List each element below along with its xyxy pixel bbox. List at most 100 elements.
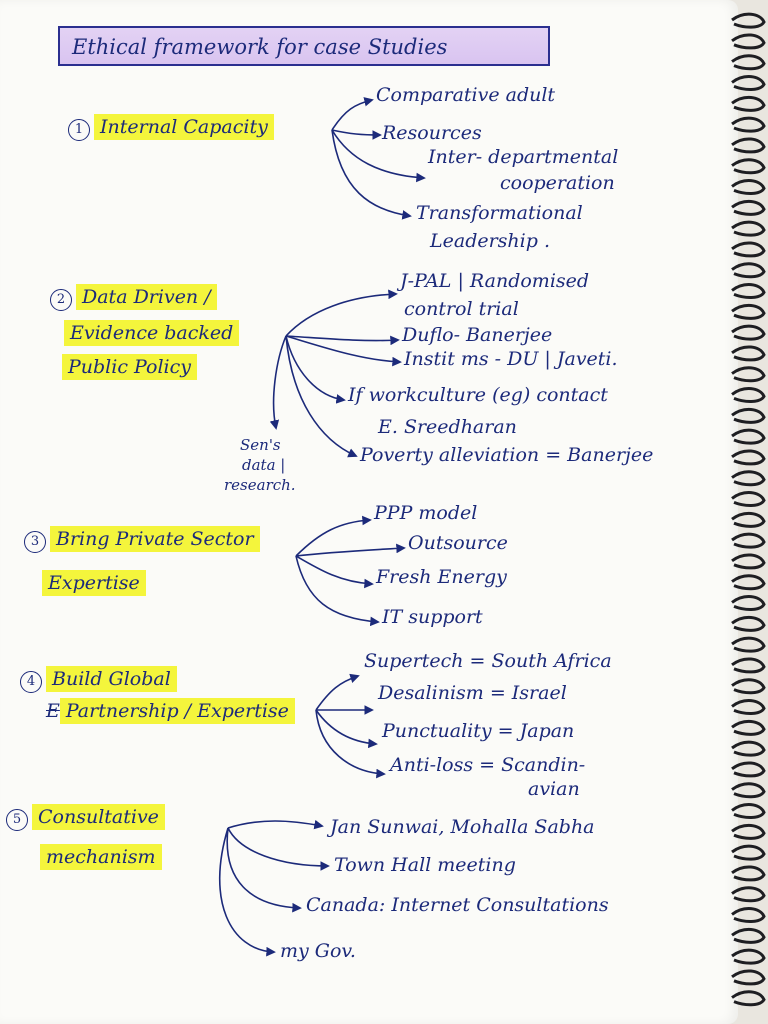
spiral-coil [731, 657, 766, 674]
section-1-number: 1 [68, 119, 90, 141]
section-1-item-6: Leadership . [430, 230, 550, 252]
spiral-coil [731, 491, 766, 508]
spiral-coil [731, 615, 766, 632]
section-2-item-2: control trial [404, 298, 519, 320]
section-4-heading-strike: E [46, 700, 60, 722]
section-1-item-3: Inter- departmental [428, 146, 619, 168]
spiral-coil [731, 886, 766, 903]
section-3-item-1: PPP model [374, 502, 478, 524]
spiral-coil [731, 137, 766, 154]
section-2-heading-line-3-row: Public Policy [62, 354, 197, 380]
spiral-coil [731, 678, 766, 695]
section-2-item-5: If workculture (eg) contact [348, 384, 608, 406]
spiral-coil [731, 823, 766, 840]
spiral-coil [731, 324, 766, 341]
page-title: Ethical framework for case Studies [72, 35, 448, 59]
spiral-coil [731, 865, 766, 882]
section-4-heading-line-2: Partnership / Expertise [59, 698, 295, 724]
section-2-item-6: E. Sreedharan [378, 416, 517, 438]
spiral-coil [731, 449, 766, 466]
spiral-coil [731, 303, 766, 320]
section-5-item-4: my Gov. [280, 940, 356, 962]
spiral-coil [731, 907, 766, 924]
spiral-coil [731, 511, 766, 528]
section-1-item-2: Resources [382, 122, 482, 144]
spiral-coil [731, 948, 766, 965]
spiral-coil [731, 262, 766, 279]
section-5-item-1: Jan Sunwai, Mohalla Sabha [330, 816, 595, 838]
section-5-item-2: Town Hall meeting [334, 854, 516, 876]
section-5-heading-line-2: mechanism [40, 844, 162, 870]
spiral-coil [731, 407, 766, 424]
spiral-coil [731, 116, 766, 133]
section-1-item-5: Transformational [416, 202, 583, 224]
spiral-coil [731, 12, 766, 29]
spiral-coil [731, 387, 766, 404]
section-1-heading-line-1: Internal Capacity [94, 114, 274, 140]
section-2-item-4: Instit ms - DU | Javeti. [404, 348, 618, 370]
spiral-coil [731, 595, 766, 612]
section-4-item-4: Anti-loss = Scandin- [390, 754, 586, 776]
section-3-number: 3 [24, 531, 46, 553]
section-3-heading-line-1: Bring Private Sector [50, 526, 260, 552]
spiral-coil [731, 927, 766, 944]
section-3-item-2: Outsource [408, 532, 508, 554]
spiral-binding [731, 12, 766, 1007]
section-5-item-3: Canada: Internet Consultations [306, 894, 609, 916]
spiral-coil [731, 470, 766, 487]
section-2-heading-line-2: Evidence backed [64, 320, 240, 346]
spiral-coil [731, 179, 766, 196]
spiral-coil [731, 574, 766, 591]
spiral-coil [731, 532, 766, 549]
section-2-side-note-2: data | [242, 456, 286, 474]
section-5-heading-line-1: Consultative [32, 804, 165, 830]
spiral-coil [731, 761, 766, 778]
section-4-heading-line-1: Build Global [46, 666, 177, 692]
spiral-coil [731, 553, 766, 570]
section-2-heading-line-1: Data Driven / [76, 284, 217, 310]
spiral-coil [731, 844, 766, 861]
spiral-coil [731, 54, 766, 71]
spiral-coil [731, 636, 766, 653]
section-1-item-4: cooperation [500, 172, 615, 194]
section-5-heading-line-2-row: mechanism [40, 844, 162, 870]
section-4-item-5: avian [528, 778, 580, 800]
section-2-heading-line-2-row: Evidence backed [64, 320, 240, 346]
section-2-side-note-1: Sen's [240, 436, 281, 454]
spiral-coil [731, 969, 766, 986]
spiral-coil [731, 241, 766, 258]
spiral-coil [731, 366, 766, 383]
spiral-coil [731, 283, 766, 300]
section-1-item-1: Comparative adult [376, 84, 556, 106]
section-4-number: 4 [20, 671, 42, 693]
section-5-number: 5 [6, 809, 28, 831]
section-2-item-1: J-PAL | Randomised [400, 270, 590, 292]
section-3-heading-line-2-row: Expertise [42, 570, 146, 596]
section-4-item-2: Desalinism = Israel [378, 682, 567, 704]
section-4-item-3: Punctuality = Japan [382, 720, 575, 742]
section-3-heading-line-2: Expertise [42, 570, 146, 596]
spiral-coil [731, 803, 766, 820]
spiral-coil [731, 95, 766, 112]
spiral-coil [731, 428, 766, 445]
spiral-coil [731, 33, 766, 50]
spiral-coil [731, 719, 766, 736]
section-2-item-7: Poverty alleviation = Banerjee [360, 444, 654, 466]
section-2-side-note-3: research. [224, 476, 296, 494]
title-box: Ethical framework for case Studies [58, 26, 550, 66]
spiral-coil [731, 345, 766, 362]
section-3-item-3: Fresh Energy [376, 566, 507, 588]
spiral-coil [731, 990, 766, 1007]
spiral-coil [731, 75, 766, 92]
spiral-coil [731, 220, 766, 237]
section-2-heading-line-3: Public Policy [62, 354, 197, 380]
section-4-item-1: Supertech = South Africa [364, 650, 612, 672]
spiral-coil [731, 158, 766, 175]
spiral-coil [731, 699, 766, 716]
spiral-coil [731, 199, 766, 216]
